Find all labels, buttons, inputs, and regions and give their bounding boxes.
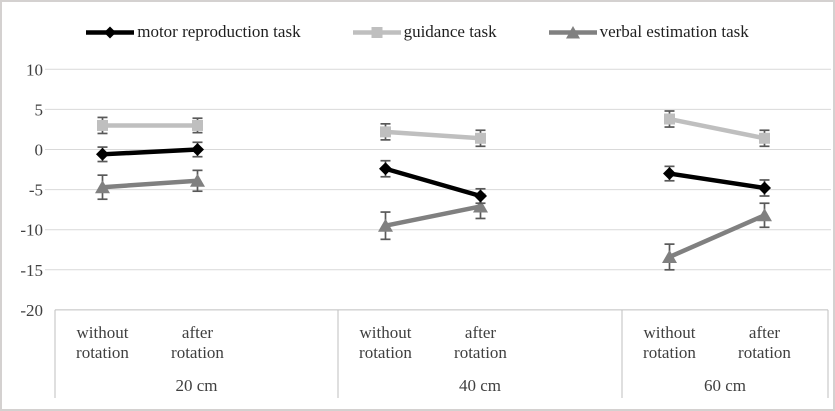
marker-square — [97, 119, 108, 131]
marker-diamond — [96, 147, 109, 161]
marker-triangle — [473, 199, 488, 213]
y-tick-label: 10 — [26, 60, 43, 79]
y-tick-label: -20 — [20, 301, 43, 320]
marker-triangle — [378, 218, 393, 232]
marker-triangle — [757, 208, 772, 222]
marker-diamond — [191, 143, 204, 156]
x-condition-label-line1: without — [77, 323, 129, 342]
series-line-segment — [385, 129, 481, 141]
x-condition-label-line1: after — [749, 323, 780, 342]
chart-legend: motor reproduction task guidance task ve… — [2, 22, 833, 42]
legend-item-verbal-estimation: verbal estimation task — [548, 22, 749, 42]
x-condition-label-line1: after — [465, 323, 496, 342]
y-tick-label: 0 — [35, 141, 44, 160]
legend-marker-square-icon — [352, 26, 401, 38]
legend-label-motor-reproduction: motor reproduction task — [137, 22, 301, 41]
legend-label-guidance: guidance task — [403, 22, 497, 41]
x-condition-label-line1: without — [644, 323, 696, 342]
marker-diamond — [663, 167, 676, 181]
series-line-segment — [102, 178, 198, 190]
x-condition-label-line1: after — [182, 323, 213, 342]
series-line-segment — [669, 116, 765, 141]
x-group-label: 60 cm — [704, 376, 746, 395]
marker-diamond — [758, 181, 771, 195]
x-condition-label-line1: without — [360, 323, 412, 342]
legend-item-guidance: guidance task — [352, 22, 497, 42]
marker-triangle — [95, 180, 110, 194]
series-line-segment — [669, 171, 765, 191]
legend-marker-diamond-icon — [86, 26, 135, 38]
marker-triangle — [190, 173, 205, 187]
marker-diamond — [379, 162, 392, 176]
marker-square — [759, 132, 770, 144]
marker-square — [664, 113, 675, 125]
y-tick-label: 5 — [35, 100, 44, 119]
marker-square — [192, 119, 203, 131]
series-line-segment — [385, 204, 481, 228]
x-condition-label-line2: rotation — [359, 343, 412, 362]
x-group-label: 20 cm — [175, 376, 217, 395]
marker-diamond — [474, 189, 487, 203]
x-condition-label-line2: rotation — [738, 343, 791, 362]
legend-label-verbal-estimation: verbal estimation task — [599, 22, 749, 41]
marker-square — [380, 126, 391, 138]
series-line-segment — [102, 147, 198, 157]
x-condition-label-line2: rotation — [454, 343, 507, 362]
series-line-segment — [384, 166, 482, 199]
legend-item-motor-reproduction: motor reproduction task — [86, 22, 301, 42]
y-tick-label: -15 — [20, 261, 43, 280]
y-tick-label: -5 — [29, 181, 43, 200]
y-tick-label: -10 — [20, 221, 43, 240]
x-group-label: 40 cm — [459, 376, 501, 395]
series-line-segment — [668, 213, 766, 260]
marker-triangle — [662, 249, 677, 263]
x-condition-label-line2: rotation — [76, 343, 129, 362]
marker-square — [475, 132, 486, 144]
x-condition-label-line2: rotation — [171, 343, 224, 362]
legend-marker-triangle-icon — [548, 25, 597, 38]
x-condition-label-line2: rotation — [643, 343, 696, 362]
